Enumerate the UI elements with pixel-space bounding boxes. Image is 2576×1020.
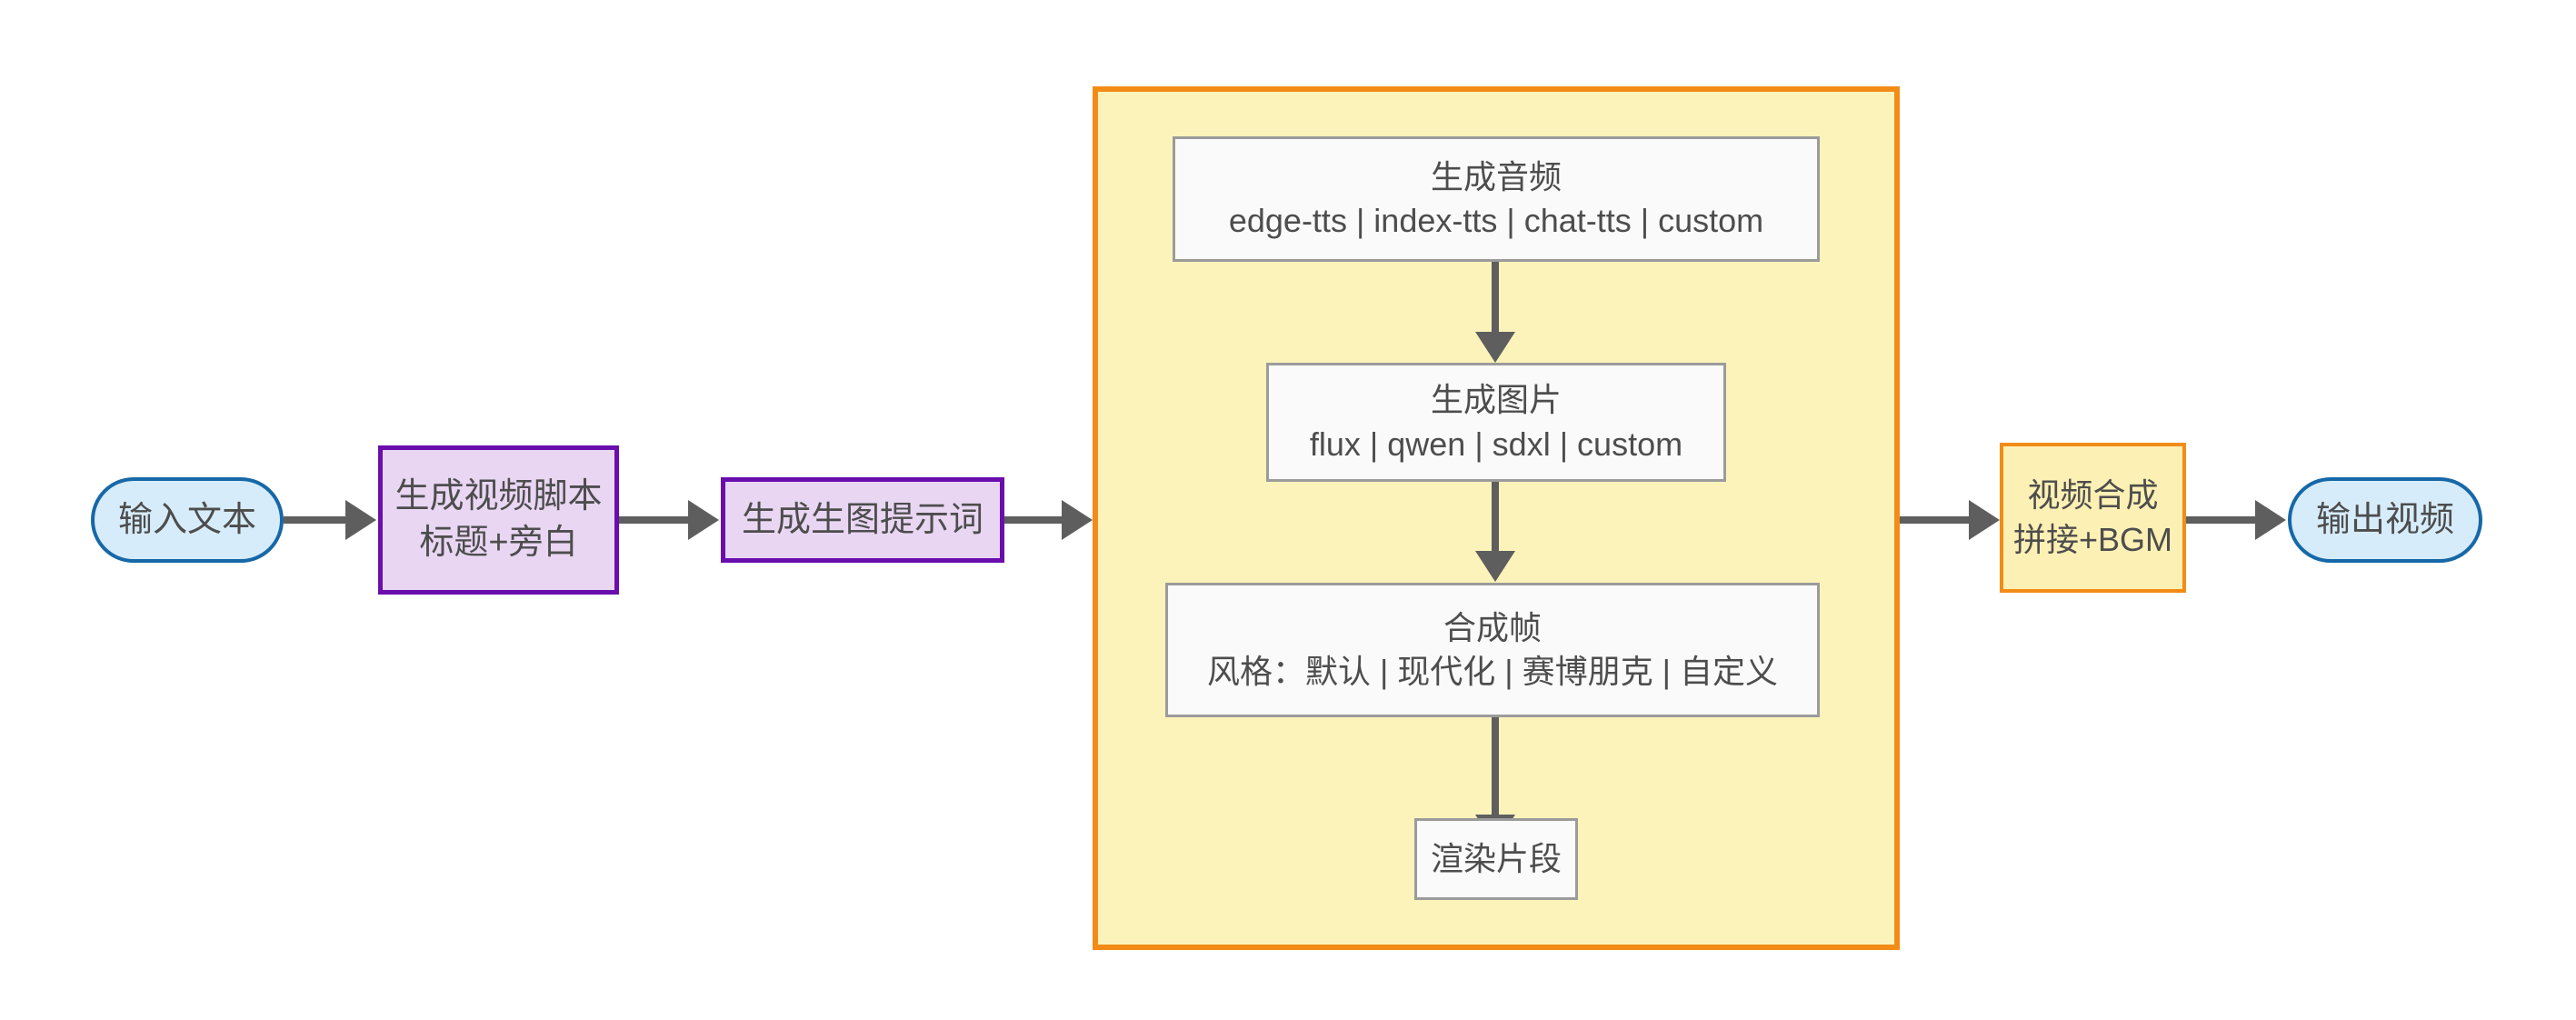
node-generate-audio[interactable]: 生成音频 edge-tts | index-tts | chat-tts | c… xyxy=(1173,136,1820,262)
node-output-video-label: 输出视频 xyxy=(2315,500,2454,539)
node-generate-image-line1: 生成图片 xyxy=(1430,381,1562,419)
node-compose-frame-line2: 风格：默认 | 现代化 | 赛博朋克 | 自定义 xyxy=(1206,653,1779,690)
edge-script-to-prompt-line xyxy=(619,516,690,524)
node-generate-prompt[interactable]: 生成生图提示词 xyxy=(721,477,1004,563)
edge-image-to-frame-arrow xyxy=(1475,551,1515,582)
edge-audio-to-image-arrow xyxy=(1475,332,1515,363)
edge-frame-to-render-line xyxy=(1492,717,1499,819)
node-video-compose[interactable]: 视频合成 拼接+BGM xyxy=(2000,443,2186,593)
edge-script-to-prompt-arrow xyxy=(688,500,719,540)
node-generate-audio-line2: edge-tts | index-tts | chat-tts | custom xyxy=(1228,202,1764,239)
edge-prompt-to-pipeline-line xyxy=(1004,516,1063,524)
node-output-video[interactable]: 输出视频 xyxy=(2288,477,2482,563)
node-generate-prompt-label: 生成生图提示词 xyxy=(741,500,983,539)
edge-pipeline-to-compose-line xyxy=(1900,516,1971,524)
edge-compose-to-output-arrow xyxy=(2255,500,2286,540)
node-generate-image-line2: flux | qwen | sdxl | custom xyxy=(1309,425,1683,463)
node-render-clip-label: 渲染片段 xyxy=(1430,839,1562,877)
node-video-compose-line2: 拼接+BGM xyxy=(2012,520,2173,558)
node-input-text[interactable]: 输入文本 xyxy=(91,477,284,563)
edge-prompt-to-pipeline-arrow xyxy=(1062,500,1093,540)
node-input-text-label: 输入文本 xyxy=(117,500,256,539)
node-generate-audio-line1: 生成音频 xyxy=(1430,157,1562,195)
node-generate-script-line2: 标题+旁白 xyxy=(419,524,578,562)
edge-input-to-script-line xyxy=(284,516,347,524)
node-render-clip[interactable]: 渲染片段 xyxy=(1414,818,1578,900)
node-compose-frame[interactable]: 合成帧 风格：默认 | 现代化 | 赛博朋克 | 自定义 xyxy=(1165,583,1820,717)
node-video-compose-line1: 视频合成 xyxy=(2027,476,2159,515)
edge-image-to-frame-line xyxy=(1492,482,1499,553)
edge-pipeline-to-compose-arrow xyxy=(1969,500,2000,540)
node-generate-script[interactable]: 生成视频脚本 标题+旁白 xyxy=(378,445,619,595)
node-generate-script-line1: 生成视频脚本 xyxy=(394,477,603,516)
node-compose-frame-line1: 合成帧 xyxy=(1443,608,1542,646)
edge-compose-to-output-line xyxy=(2186,516,2257,524)
edge-audio-to-image-line xyxy=(1492,262,1499,338)
edge-input-to-script-arrow xyxy=(345,500,376,540)
node-generate-image[interactable]: 生成图片 flux | qwen | sdxl | custom xyxy=(1266,363,1726,482)
